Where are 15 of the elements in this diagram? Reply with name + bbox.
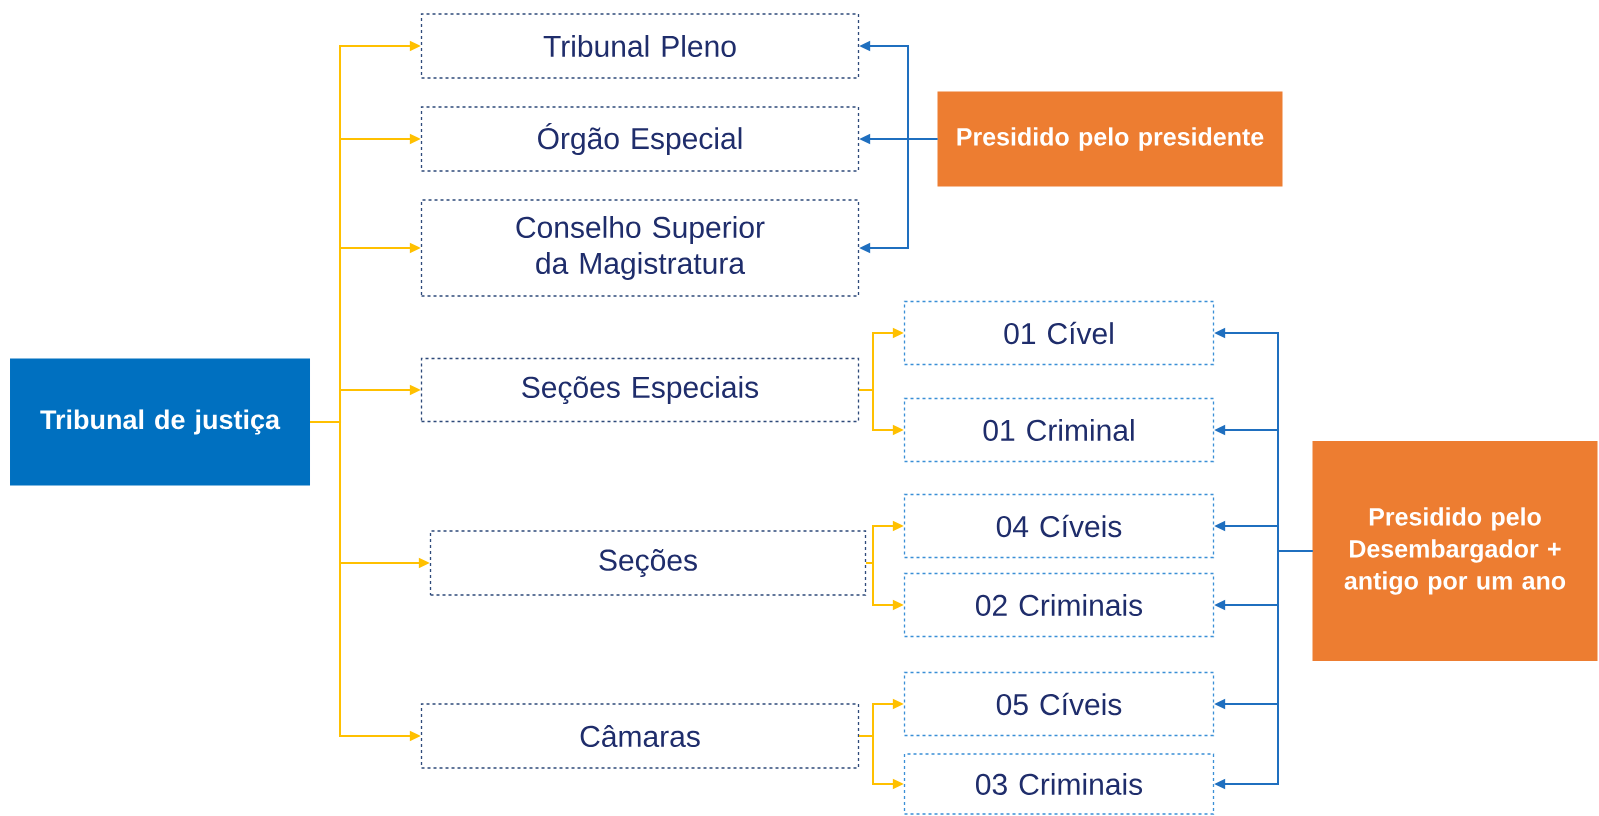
dashed-box: Seções Especiais — [420, 357, 860, 423]
dashed-box: 02 Criminais — [903, 572, 1215, 638]
dashed-box: 01 Cível — [903, 300, 1215, 366]
dashed-box: 01 Criminal — [903, 397, 1215, 463]
dashed-box: Câmaras — [420, 703, 860, 769]
title-box: Tribunal de justiça — [10, 358, 310, 486]
dashed-box: 05 Cíveis — [903, 671, 1215, 737]
dashed-box: Seções — [429, 530, 867, 596]
dashed-box: Tribunal Pleno — [420, 13, 860, 79]
dashed-box: 03 Criminais — [903, 753, 1215, 815]
dashed-box: Conselho Superior da Magistratura — [420, 199, 860, 297]
note-box: Presidido pelo presidente — [937, 91, 1283, 187]
dashed-box: 04 Cíveis — [903, 493, 1215, 559]
dashed-box: Órgão Especial — [420, 106, 860, 172]
note-box: Presidido pelo Desembargador + antigo por um ano — [1312, 441, 1598, 661]
